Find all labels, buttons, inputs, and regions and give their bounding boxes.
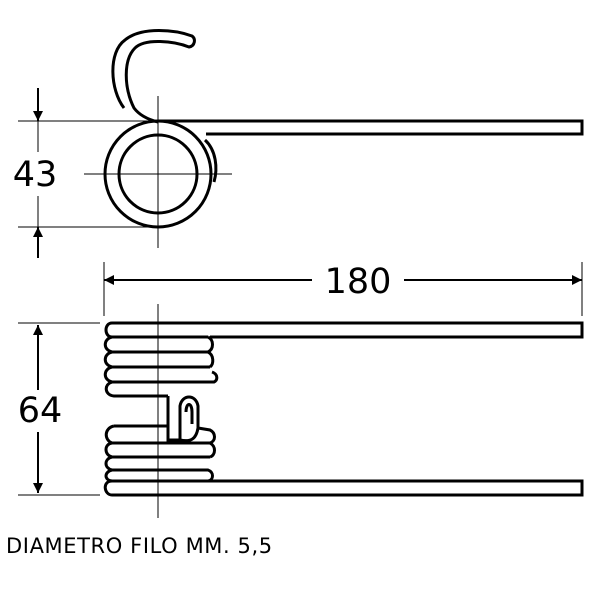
dim-180-label: 180 [325, 262, 392, 302]
upper-coil [103, 321, 219, 398]
front-tine-upper [112, 321, 584, 339]
side-tine [158, 119, 584, 136]
front-view [18, 304, 584, 518]
center-hook-inner [184, 403, 194, 424]
wire-diameter-caption: DIAMETRO FILO MM. 5,5 [6, 534, 273, 558]
coil-turn [203, 138, 218, 183]
front-tine-lower [103, 479, 584, 497]
top-hook [111, 29, 196, 124]
side-view [18, 29, 584, 258]
dim-64-label: 64 [18, 391, 63, 431]
dim-180 [103, 262, 583, 316]
center-hook [166, 395, 200, 443]
lower-coil [104, 424, 216, 483]
dim-43-label: 43 [13, 155, 58, 195]
